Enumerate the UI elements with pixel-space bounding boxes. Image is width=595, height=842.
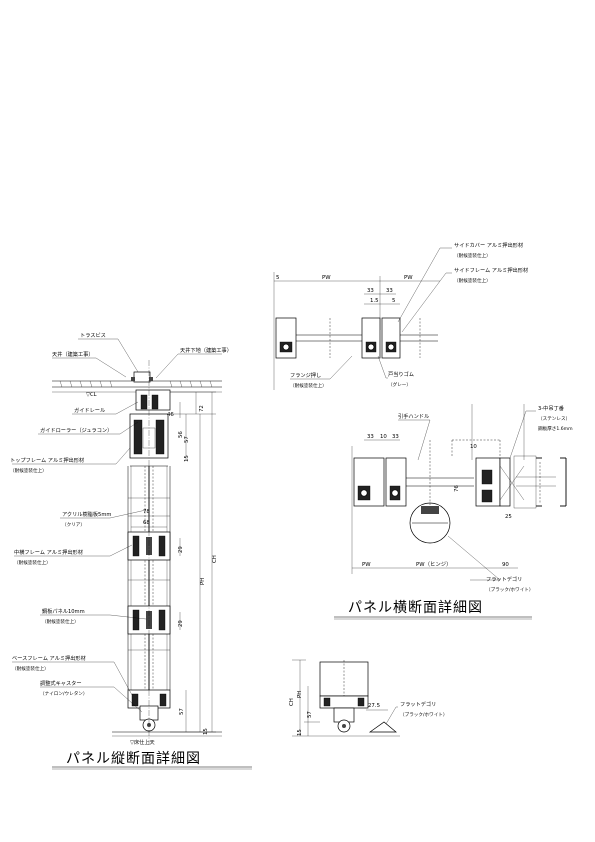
detail-dim-ch: CH	[289, 698, 295, 706]
label-caster-finish: （ナイロン/ウレタン）	[40, 690, 88, 697]
label-steel-panel: 鋼板パネル10mm	[42, 607, 85, 615]
dim-29-b: 29	[178, 620, 184, 627]
label-acrylic-finish: （クリア）	[62, 522, 85, 528]
dim-78: 78	[143, 509, 150, 515]
dim-pw-right: PW	[404, 275, 413, 281]
label-base-frame: ベースフレーム アルミ押出形材	[12, 654, 86, 662]
label-top-frame: トップフレーム アルミ押出形材	[10, 456, 84, 464]
label-gasket: 戸当りゴム	[388, 370, 414, 378]
label-side-frame-finish: （耐候塗装仕上）	[454, 277, 491, 284]
dim-33b: 33	[392, 434, 399, 440]
label-ceiling: 天井（建築工事）	[52, 350, 94, 358]
plan-section-top: 5 PW PW 33 33 1.5 5 サイドカバー アルミ押出形材 （耐候塗装…	[273, 241, 528, 390]
dim-ph: PH	[200, 578, 206, 585]
label-side-cover: サイドカバー アルミ押出形材	[454, 241, 523, 249]
dim-57-top: 57	[184, 436, 190, 443]
vertical-section: 46 72 57 15 56 78 68 29 29 PH CH 57 15 ト	[10, 331, 252, 770]
label-hinge-finish: （ステンレス）	[538, 416, 570, 422]
label-gasket-finish: （グレー）	[388, 381, 411, 388]
dim-72: 72	[199, 405, 205, 412]
dim-15-top: 15	[184, 455, 190, 462]
dim-10b: 10	[470, 444, 477, 450]
label-truss: トラスビス	[80, 331, 106, 339]
title-horizontal-section: パネル横断面詳細図	[348, 600, 483, 616]
dim-90: 90	[502, 562, 509, 568]
detail-dim-27-5: 27.5	[368, 703, 380, 709]
label-hinge: 3-中吊丁番	[538, 404, 565, 412]
dim-68: 68	[143, 520, 150, 526]
label-top-frame-finish: （耐候塗装仕上）	[10, 467, 47, 474]
dim-57-bot: 57	[179, 708, 185, 715]
label-flat-bar: フラットデゴリ	[486, 575, 522, 583]
dim-29-a: 29	[178, 546, 184, 553]
label-guide-rail: ガイドレール	[74, 406, 105, 414]
label-floor: ▽床仕上天	[130, 738, 155, 746]
label-mid-frame: 中横フレーム アルミ押出形材	[14, 548, 83, 556]
detail-dim-15: 15	[297, 729, 303, 736]
title-vertical-section: パネル縦断面詳細図	[66, 751, 201, 767]
dim-46: 46	[167, 412, 174, 418]
dim-15-bot: 15	[203, 728, 209, 735]
dim-pw-left: PW	[322, 275, 331, 281]
label-acrylic: アクリル樹脂板5mm	[62, 510, 111, 518]
label-flange: フランジ押し	[290, 371, 321, 379]
detail-label-flat-bar-finish: （ブラック/ホワイト）	[400, 711, 448, 718]
label-ceiling-line: ▽CL	[86, 392, 97, 398]
label-side-cover-finish: （耐候塗装仕上）	[454, 252, 491, 259]
label-caster: 調整式キャスター	[40, 679, 82, 687]
caster-detail: CH PH 57 15 27.5 フラットデゴリ （ブラック/ホワイト）	[289, 659, 448, 737]
label-steel-panel-finish: （耐候塗装仕上）	[42, 618, 79, 625]
label-flange-finish: （耐候塗装仕上）	[290, 382, 327, 389]
dim-56: 56	[178, 431, 184, 438]
dim-5: 5	[276, 275, 279, 281]
dim-ch: CH	[212, 555, 218, 563]
label-ceiling-lower: 天井下地（建築工事）	[180, 346, 232, 354]
dim-25: 25	[505, 514, 512, 520]
detail-dim-ph: PH	[297, 691, 303, 698]
detail-dim-57: 57	[307, 711, 313, 718]
label-handle: 引手ハンドル	[398, 412, 429, 420]
dim-pw-hinge: PW（ヒンジ）	[416, 561, 452, 568]
dim-5b: 5	[392, 298, 395, 304]
label-side-frame: サイドフレーム アルミ押出形材	[454, 266, 528, 274]
label-guide-roller: ガイドローラー（ジュラコン）	[40, 426, 112, 434]
detail-label-flat-bar: フラットデゴリ	[400, 700, 436, 708]
label-hinge-plate: 鋼板厚さ1.6mm	[538, 425, 573, 432]
dim-pw: PW	[362, 562, 371, 568]
dim-33: 33	[367, 434, 374, 440]
label-base-frame-finish: （耐候塗装仕上）	[12, 665, 49, 672]
label-flat-bar-finish: （ブラック/ホワイト）	[486, 586, 534, 593]
dim-10: 10	[380, 434, 387, 440]
label-mid-frame-finish: （耐候塗装仕上）	[14, 559, 51, 566]
dim-1-5: 1.5	[370, 298, 379, 304]
plan-section-mid: 33 10 33 10 76 25 PW PW（ヒンジ） 90 引手ハンドル 3…	[334, 404, 573, 620]
dim-33-a: 33	[367, 288, 374, 294]
dim-76: 76	[454, 485, 460, 492]
dim-33-b: 33	[386, 288, 393, 294]
